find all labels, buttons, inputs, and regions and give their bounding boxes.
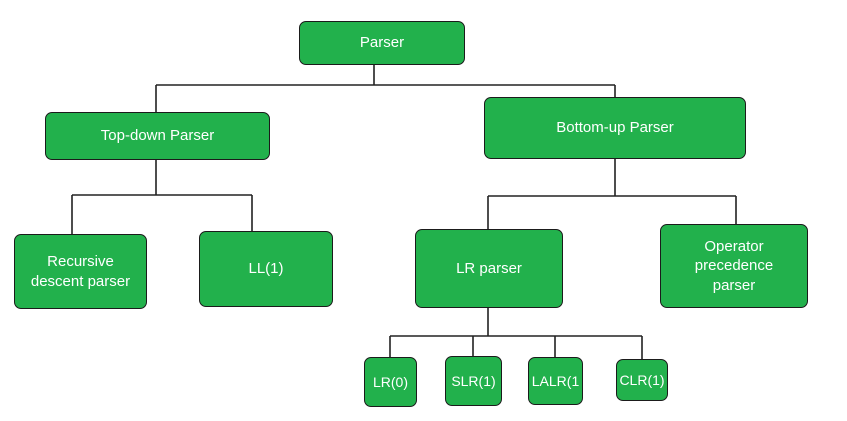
node-recursive-descent-parser-label: Recursive descent parser xyxy=(30,253,131,290)
node-lr0-label: LR(0) xyxy=(372,373,408,390)
node-lr-parser-label: LR parser xyxy=(456,259,522,277)
node-recursive-descent-parser: Recursive descent parser xyxy=(14,234,147,309)
node-lr0: LR(0) xyxy=(364,357,417,407)
node-clr1: CLR(1) xyxy=(616,359,668,401)
node-clr1-label: CLR(1) xyxy=(619,371,665,388)
node-top-down-parser-label: Top-down Parser xyxy=(100,127,215,145)
node-slr1-label: SLR(1) xyxy=(451,372,496,389)
node-parser: Parser xyxy=(299,21,465,65)
node-parser-label: Parser xyxy=(359,34,405,52)
node-slr1: SLR(1) xyxy=(445,356,502,406)
node-bottom-up-parser: Bottom-up Parser xyxy=(484,97,746,159)
node-lalr1-label: LALR(1 xyxy=(531,372,580,389)
node-lalr1: LALR(1 xyxy=(528,357,583,405)
node-operator-precedence-parser: Operator precedence parser xyxy=(660,224,808,308)
node-ll1: LL(1) xyxy=(199,231,333,307)
node-lr-parser: LR parser xyxy=(415,229,563,308)
node-top-down-parser: Top-down Parser xyxy=(45,112,270,160)
node-ll1-label: LL(1) xyxy=(248,260,284,278)
node-operator-precedence-parser-label: Operator precedence parser xyxy=(694,237,774,294)
node-bottom-up-parser-label: Bottom-up Parser xyxy=(556,119,674,137)
